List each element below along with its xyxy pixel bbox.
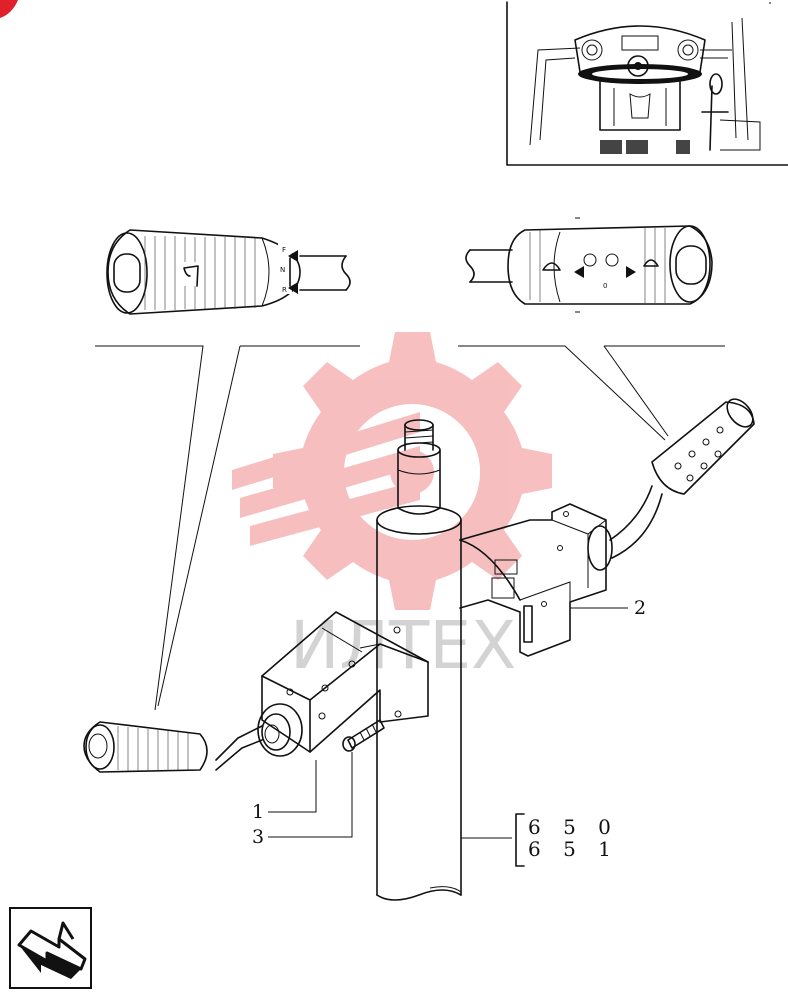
return-button[interactable] [9,907,92,989]
callout-3: 3 [252,826,264,848]
reverse-mark: R [282,286,287,294]
reference-line-2: 6 5 1 [528,837,619,861]
wiper-icon [542,262,561,271]
callout-2: 2 [634,597,646,619]
direction-arrows-icon [288,250,298,294]
left-switch-knob-detail: F N R [106,229,351,315]
detail-leaders [95,345,725,711]
arrow-left-icon [574,266,584,278]
callout-leaders [268,607,628,839]
reference-box [515,813,525,867]
screw [347,719,385,749]
forward-mark: F [282,246,286,254]
watermark-text: ИЛТЕХ [290,607,516,684]
callout-1: 1 [252,801,264,823]
neutral-mark: N [280,266,285,274]
left-switch-assembly [83,611,429,773]
corner-accent [0,0,18,18]
steering-column [376,419,462,901]
reference-line-1: 6 5 0 [528,815,619,839]
dashboard-inset [506,1,788,166]
washer-icon [643,259,659,267]
return-arrow-icon [17,921,87,979]
watermark-logo [232,332,552,610]
arrow-right-icon [626,266,636,278]
right-switch-knob-detail: 0 [465,217,713,313]
zero-mark: 0 [603,282,607,290]
right-switch-assembly [459,398,755,657]
